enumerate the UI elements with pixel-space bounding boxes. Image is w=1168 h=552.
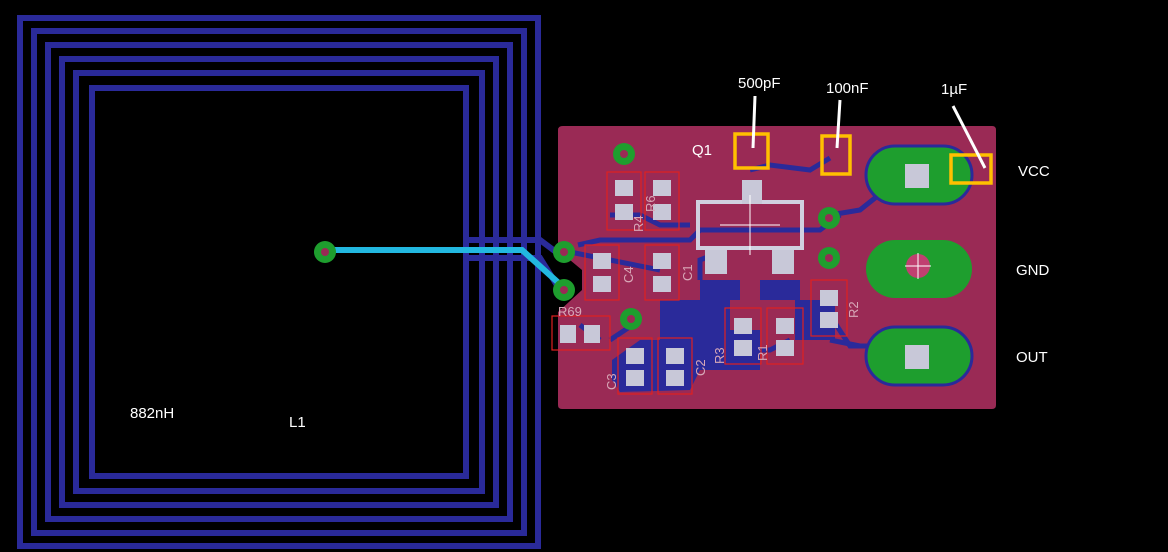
label-c3: C3 (604, 373, 619, 390)
leader-100nf (835, 99, 842, 149)
cap-500pf-highlight (733, 132, 770, 170)
label-500pf: 500pF (738, 75, 781, 92)
highlight-boxes (733, 132, 993, 185)
label-r1: R1 (755, 344, 770, 361)
label-r4: R4 (631, 215, 646, 232)
smd-components (551, 171, 848, 395)
via-holes (321, 150, 833, 323)
connector-pads (864, 144, 974, 387)
inductor-coil (17, 15, 541, 549)
label-inductance: 882nH (130, 405, 174, 422)
top-trace (330, 247, 565, 289)
label-c2: C2 (693, 359, 708, 376)
label-c1: C1 (680, 264, 695, 281)
leader-1uf (951, 105, 987, 169)
label-c4: C4 (621, 266, 636, 283)
label-1uf: 1µF (941, 81, 967, 98)
q1-footprint (696, 180, 804, 274)
label-vcc: VCC (1018, 163, 1050, 180)
label-q1: Q1 (692, 142, 712, 159)
label-r3: R3 (712, 347, 727, 364)
label-l1: L1 (289, 414, 306, 431)
annotation-leaders (751, 95, 987, 169)
label-gnd: GND (1016, 262, 1050, 279)
label-r2: R2 (846, 301, 861, 318)
leader-500pf (751, 95, 757, 149)
label-out: OUT (1016, 349, 1048, 366)
label-100nf: 100nF (826, 80, 869, 97)
bottom-copper-traces (612, 280, 835, 392)
label-r6: R6 (643, 195, 658, 212)
cap-100nf-highlight (820, 134, 852, 176)
cap-1uf-highlight (949, 153, 993, 185)
smd-pads (560, 180, 838, 386)
label-r69: R69 (558, 304, 582, 319)
